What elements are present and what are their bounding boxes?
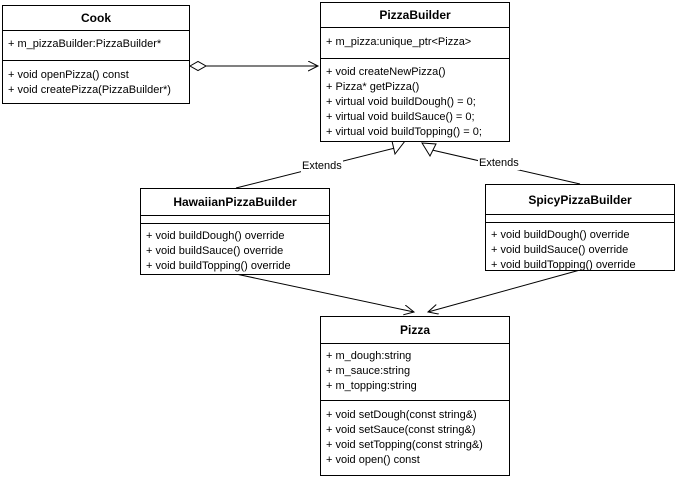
class-name: HawaiianPizzaBuilder [141, 189, 329, 216]
class-pizza[interactable]: Pizza + m_dough:string + m_sauce:string … [320, 316, 510, 476]
class-cook[interactable]: Cook + m_pizzaBuilder:PizzaBuilder* + vo… [2, 5, 190, 104]
method: + virtual void buildTopping() = 0; [326, 126, 482, 138]
attribute: + m_pizza:unique_ptr<Pizza> [326, 36, 472, 48]
method: + void setDough(const string&) [326, 409, 477, 421]
class-name: SpicyPizzaBuilder [486, 185, 674, 215]
method: + void setTopping(const string&) [326, 439, 483, 451]
class-name: Pizza [321, 317, 509, 344]
attributes-section: + m_dough:string + m_sauce:string + m_to… [321, 344, 509, 401]
class-name: PizzaBuilder [321, 3, 509, 28]
attributes-section: + m_pizzaBuilder:PizzaBuilder* [3, 31, 189, 61]
generalization-arrowhead-right [421, 142, 437, 158]
attribute: + m_sauce:string [326, 365, 411, 377]
attribute: + m_dough:string [326, 350, 412, 362]
method: + Pizza* getPizza() [326, 81, 420, 93]
method: + void buildTopping() override [146, 260, 291, 272]
dependency-edge-spicy [428, 269, 581, 312]
method: + void buildDough() override [146, 230, 285, 242]
method: + void buildSauce() override [491, 244, 629, 256]
generalization-arrowhead-left [391, 140, 407, 156]
method: + void setSauce(const string&) [326, 424, 476, 436]
class-name: Cook [3, 6, 189, 31]
method: + virtual void buildDough() = 0; [326, 96, 476, 108]
method: + void buildTopping() override [491, 259, 636, 271]
methods-section: + void setDough(const string&) + void se… [321, 401, 509, 468]
class-pizzabuilder[interactable]: PizzaBuilder + m_pizza:unique_ptr<Pizza>… [320, 2, 510, 142]
attribute: + m_topping:string [326, 380, 417, 392]
methods-section: + void createNewPizza() + Pizza* getPizz… [321, 59, 509, 140]
methods-section: + void buildDough() override + void buil… [486, 223, 674, 273]
method: + void openPizza() const [8, 69, 129, 81]
method: + virtual void buildSauce() = 0; [326, 111, 475, 123]
extends-label-right: Extends [478, 157, 520, 170]
methods-section: + void openPizza() const + void createPi… [3, 61, 189, 98]
class-hawaiianpizzabuilder[interactable]: HawaiianPizzaBuilder + void buildDough()… [140, 188, 330, 275]
method: + void createNewPizza() [326, 66, 446, 78]
attributes-section: + m_pizza:unique_ptr<Pizza> [321, 28, 509, 59]
attributes-section [486, 215, 674, 223]
aggregation-diamond [188, 60, 208, 72]
method: + void buildDough() override [491, 229, 630, 241]
attribute: + m_pizzaBuilder:PizzaBuilder* [8, 38, 162, 50]
extends-label-left: Extends [301, 160, 343, 173]
attributes-section [141, 216, 329, 224]
methods-section: + void buildDough() override + void buil… [141, 224, 329, 274]
method: + void buildSauce() override [146, 245, 284, 257]
method: + void createPizza(PizzaBuilder*) [8, 84, 171, 96]
class-spicypizzabuilder[interactable]: SpicyPizzaBuilder + void buildDough() ov… [485, 184, 675, 271]
method: + void open() const [326, 454, 420, 466]
dependency-edge-hawaiian [235, 273, 414, 312]
